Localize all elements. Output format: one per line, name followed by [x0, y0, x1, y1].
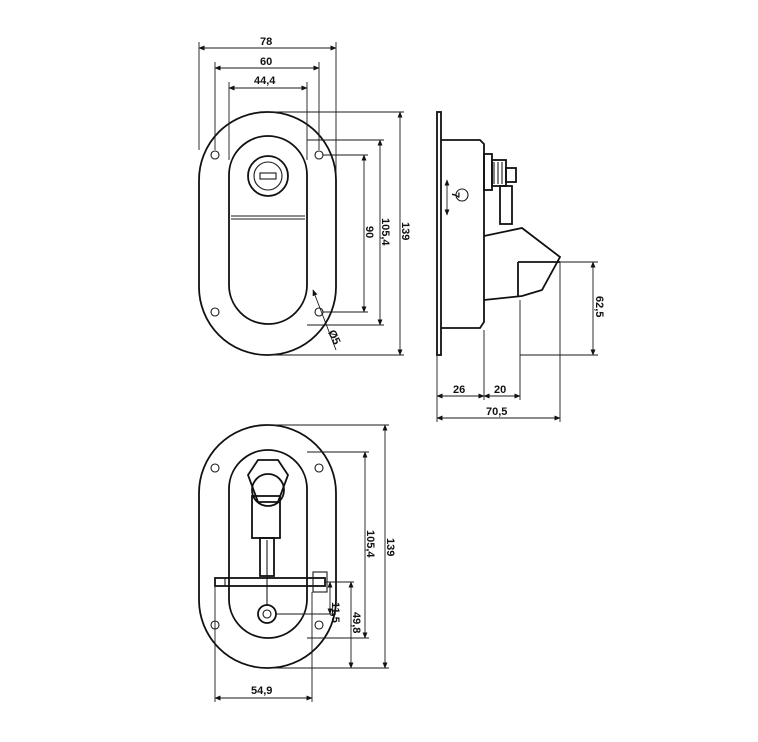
dim-side-20: 20	[494, 384, 506, 396]
dim-rear-139: 139	[384, 538, 396, 556]
dim-rear-54-9: 54,9	[251, 685, 272, 697]
dim-front-139: 139	[399, 222, 411, 240]
key-cylinder-icon	[247, 155, 289, 197]
mounting-hole-icon	[210, 150, 220, 160]
dim-front-105-4: 105,4	[379, 218, 391, 246]
front-view: 78 60 44,4 139 105,4 90 Ø5	[198, 36, 411, 356]
dim-front-44-4: 44,4	[254, 75, 276, 87]
rear-flange-outline	[198, 424, 337, 669]
hex-nut-icon	[246, 459, 290, 507]
side-flange	[436, 111, 442, 356]
dim-rear-105-4: 105,4	[364, 530, 376, 558]
mounting-hole-icon	[210, 463, 220, 473]
dim-side-26: 26	[453, 384, 465, 396]
mounting-hole-icon	[210, 307, 220, 317]
dim-front-78: 78	[260, 36, 272, 48]
dim-front-hole-diameter: Ø5	[325, 328, 342, 346]
side-handle	[483, 227, 562, 301]
mounting-hole-icon	[314, 150, 324, 160]
side-body	[441, 139, 485, 329]
rear-pivot	[257, 604, 277, 624]
mounting-hole-icon	[314, 620, 324, 630]
dim-rear-11-5: 11,5	[329, 602, 341, 623]
front-bezel-outline	[228, 135, 308, 325]
dim-front-90: 90	[363, 226, 375, 238]
dim-front-60: 60	[260, 56, 272, 68]
dim-side-7: 7	[449, 192, 461, 198]
front-flange-outline	[198, 111, 337, 356]
dim-rear-49-8: 49,8	[350, 612, 362, 633]
mounting-hole-icon	[314, 463, 324, 473]
rear-latch-bar	[214, 577, 326, 587]
rear-view: 139 105,4 49,8 11,5 54,9	[198, 424, 396, 702]
side-cam	[499, 185, 513, 225]
rear-bezel-outline	[228, 449, 308, 639]
side-pin-detail	[455, 188, 469, 202]
dim-side-70-5: 70,5	[486, 406, 507, 418]
side-view: 7 62,5 26 20 70,5	[436, 111, 605, 422]
side-key-cap	[505, 167, 517, 183]
dim-side-62-5: 62,5	[593, 296, 605, 317]
side-key-cylinder	[483, 153, 493, 191]
